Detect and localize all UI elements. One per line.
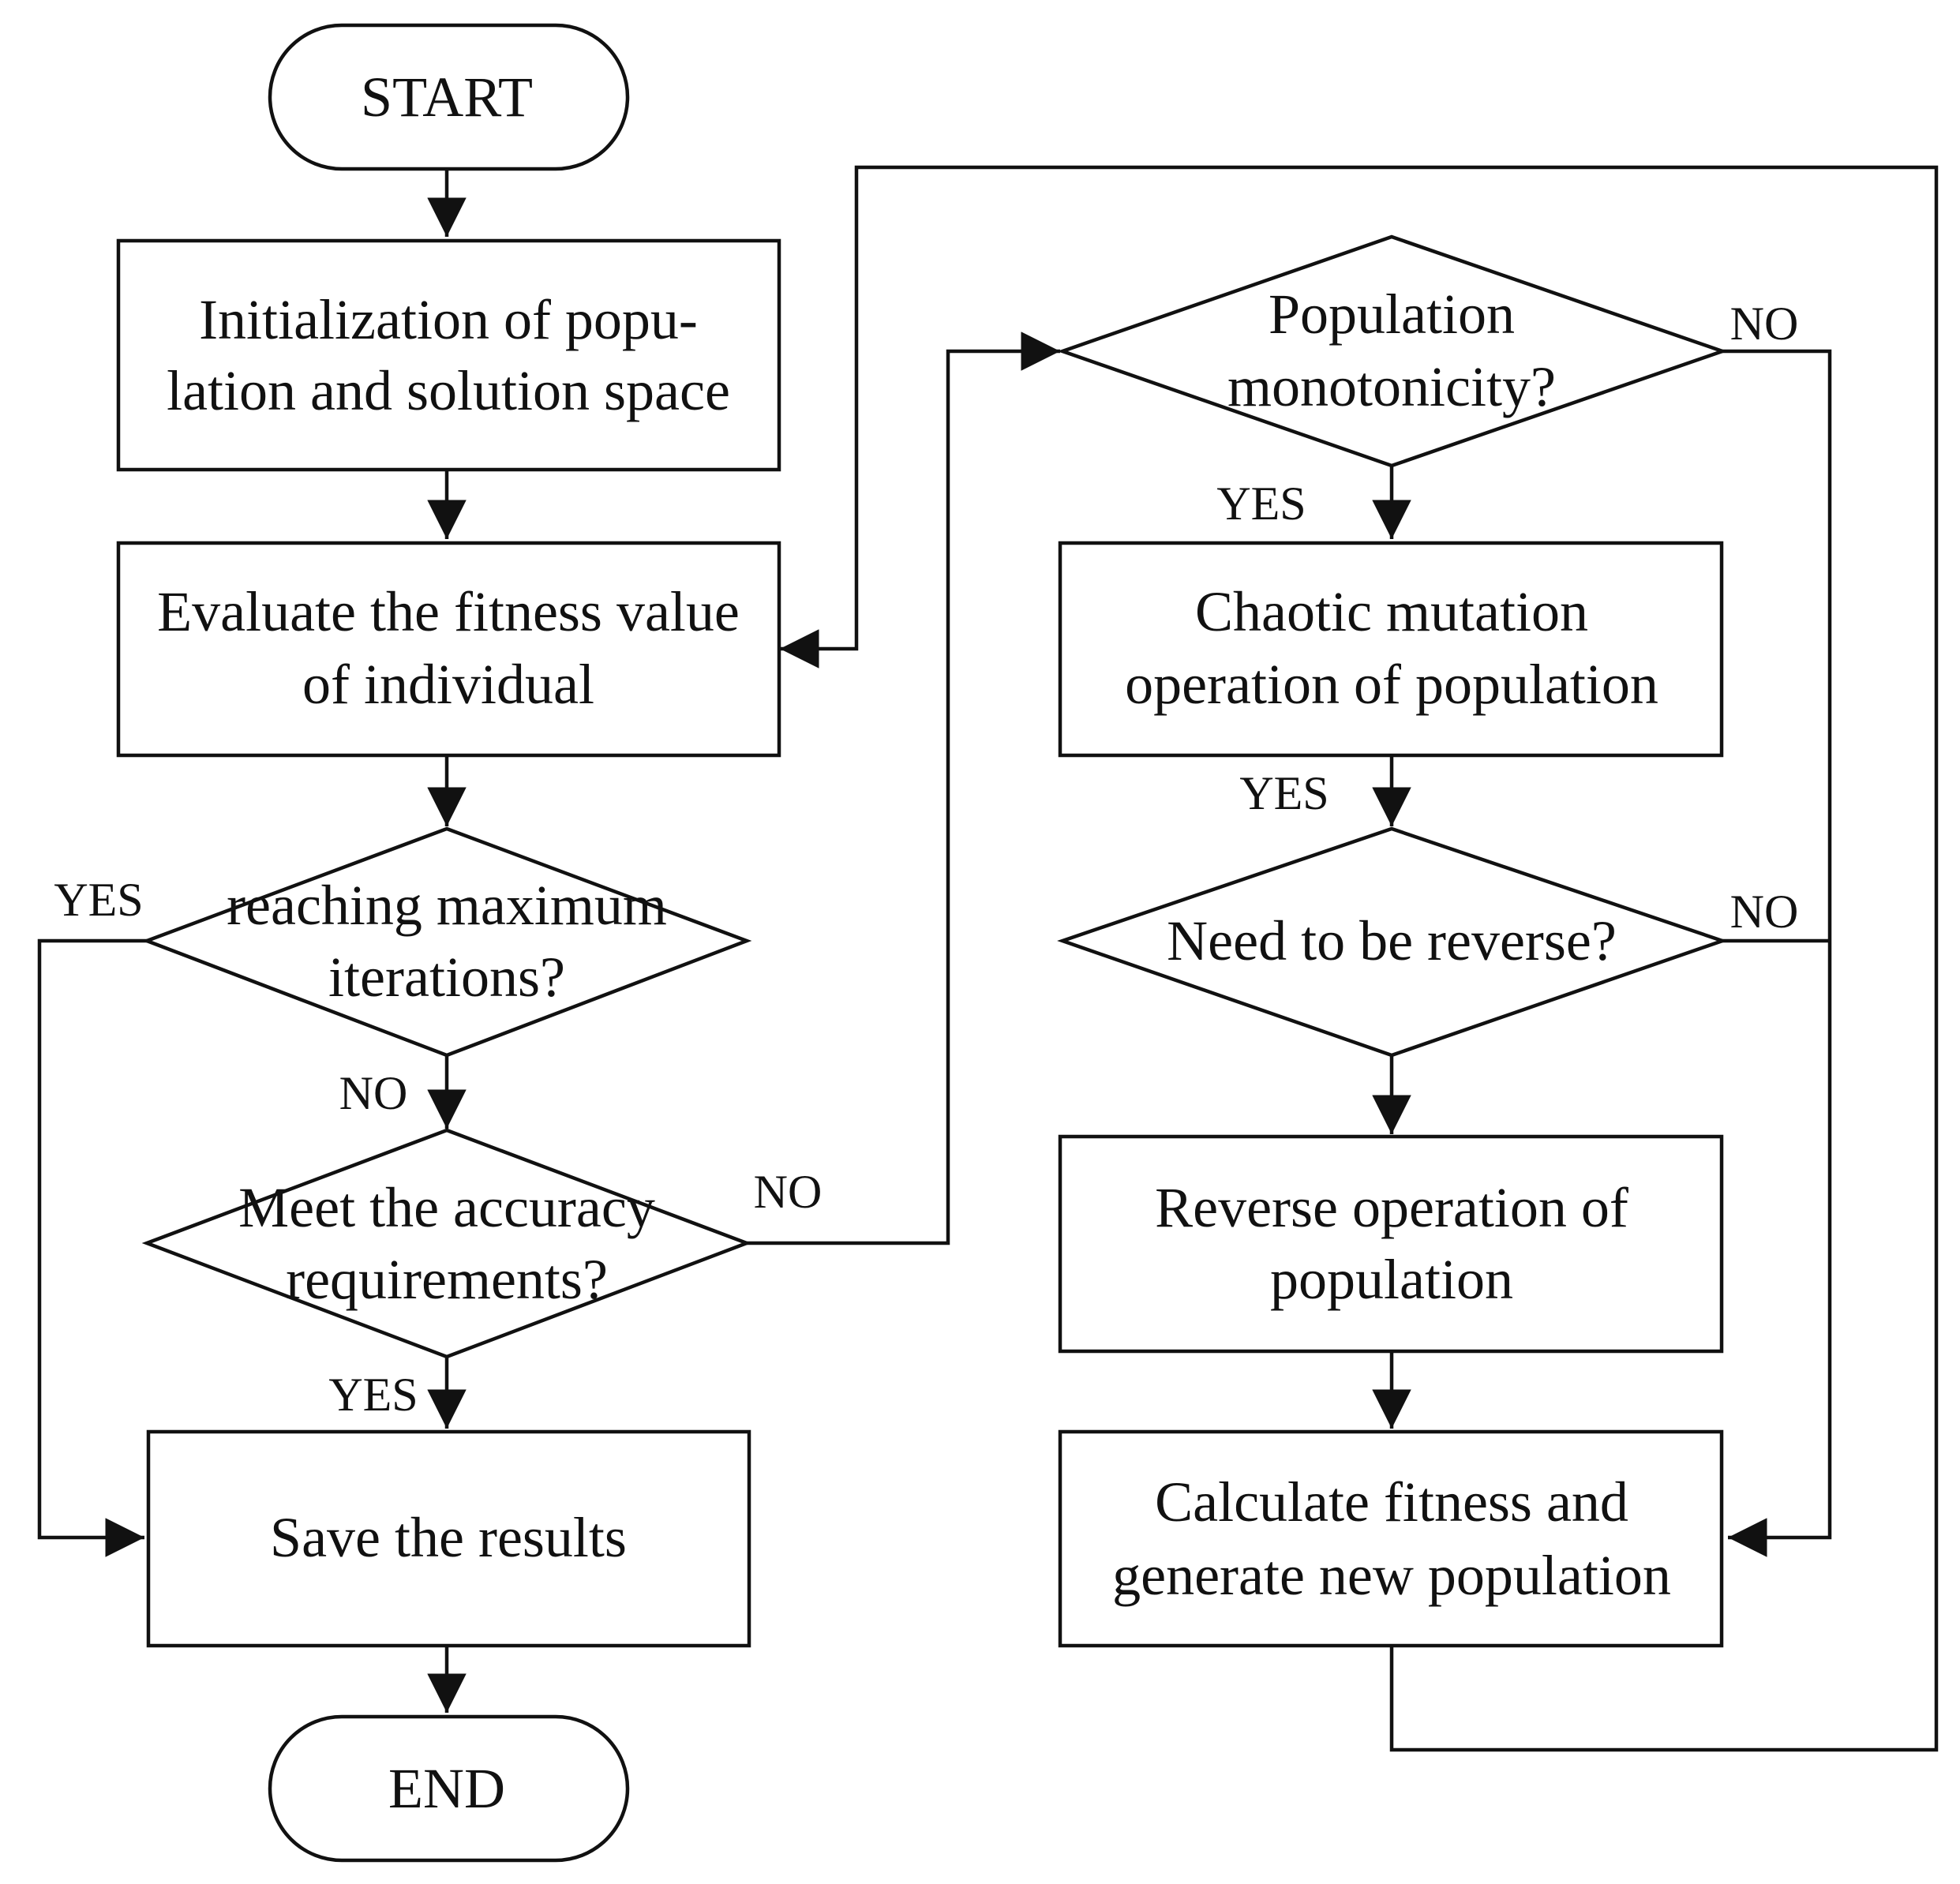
- max-iter-yes-label: YES: [54, 874, 143, 926]
- node-chaotic-mutation: Chaotic mutation operation of population: [1058, 541, 1724, 758]
- process-box: [1058, 1429, 1724, 1648]
- node-calculate: Calculate fitness and generate new popul…: [1058, 1429, 1724, 1648]
- node-evaluate: Evaluate the fitness value of individual: [116, 541, 781, 758]
- chaotic-label-line2: operation of population: [1125, 653, 1658, 716]
- save-label: Save the results: [270, 1506, 627, 1569]
- evaluate-label-line1: Evaluate the fitness value: [157, 580, 740, 643]
- edge-labels: YES NO NO YES NO YES YES NO: [54, 298, 1798, 1421]
- chaotic-label-line1: Chaotic mutation: [1195, 580, 1588, 643]
- decision-diamond: [141, 1128, 752, 1359]
- start-label: START: [361, 66, 533, 129]
- monotonicity-label-line1: Population: [1269, 283, 1515, 346]
- node-save: Save the results: [146, 1429, 751, 1648]
- node-start: START: [268, 23, 630, 171]
- node-reverse-operation: Reverse operation of population: [1058, 1134, 1724, 1354]
- reverse-op-label-line2: population: [1270, 1248, 1513, 1311]
- arrow-accuracy-no-to-monotonicity: [747, 331, 1060, 1245]
- node-init: Initialization of popu- lation and solut…: [116, 238, 781, 472]
- accuracy-no-label: NO: [754, 1166, 823, 1218]
- chaotic-yes-label: YES: [1239, 767, 1329, 819]
- need-reverse-label: Need to be reverse?: [1167, 909, 1617, 972]
- evaluate-label-line2: of individual: [302, 653, 594, 716]
- process-box: [1058, 541, 1724, 758]
- max-iter-label-line1: reaching maximum: [227, 874, 667, 937]
- calc-label-line1: Calculate fitness and: [1155, 1470, 1628, 1534]
- reverse-no-label: NO: [1730, 886, 1799, 938]
- max-iter-label-line2: iterations?: [328, 946, 565, 1009]
- calc-label-line2: generate new population: [1112, 1544, 1671, 1607]
- reverse-op-label-line1: Reverse operation of: [1155, 1176, 1628, 1239]
- terminal-shape: [268, 1714, 630, 1863]
- node-accuracy: Meet the accuracy requirements?: [141, 1128, 752, 1359]
- decision-diamond: [1057, 234, 1728, 468]
- node-need-reverse: Need to be reverse?: [1057, 826, 1728, 1058]
- process-box: [146, 1429, 751, 1648]
- connectors: [37, 165, 1939, 1752]
- accuracy-label-line1: Meet the accuracy: [238, 1176, 655, 1239]
- arrow-max-iter-yes-to-save: [37, 938, 147, 1557]
- terminal-shape: [268, 23, 630, 171]
- process-box: [116, 541, 781, 758]
- accuracy-label-line2: requirements?: [286, 1248, 608, 1311]
- decision-diamond: [1057, 826, 1728, 1058]
- node-monotonicity: Population monotonicity?: [1057, 234, 1728, 468]
- monotonicity-label-line2: monotonicity?: [1227, 355, 1556, 418]
- arrow-monotonicity-no-to-calc: [1722, 349, 1832, 1557]
- max-iter-no-label: NO: [339, 1067, 408, 1119]
- monotonicity-yes-label: YES: [1216, 478, 1306, 530]
- accuracy-yes-label: YES: [328, 1369, 418, 1421]
- end-label: END: [388, 1757, 505, 1820]
- decision-diamond: [141, 826, 752, 1058]
- process-box: [1058, 1134, 1724, 1354]
- init-label-line2: lation and solution space: [167, 359, 730, 422]
- process-box: [116, 238, 781, 472]
- arrow-loop-calc-to-evaluate: [780, 165, 1939, 1752]
- monotonicity-no-label: NO: [1730, 298, 1799, 350]
- init-label-line1: Initialization of popu-: [199, 288, 698, 351]
- node-end: END: [268, 1714, 630, 1863]
- node-max-iterations: reaching maximum iterations?: [141, 826, 752, 1058]
